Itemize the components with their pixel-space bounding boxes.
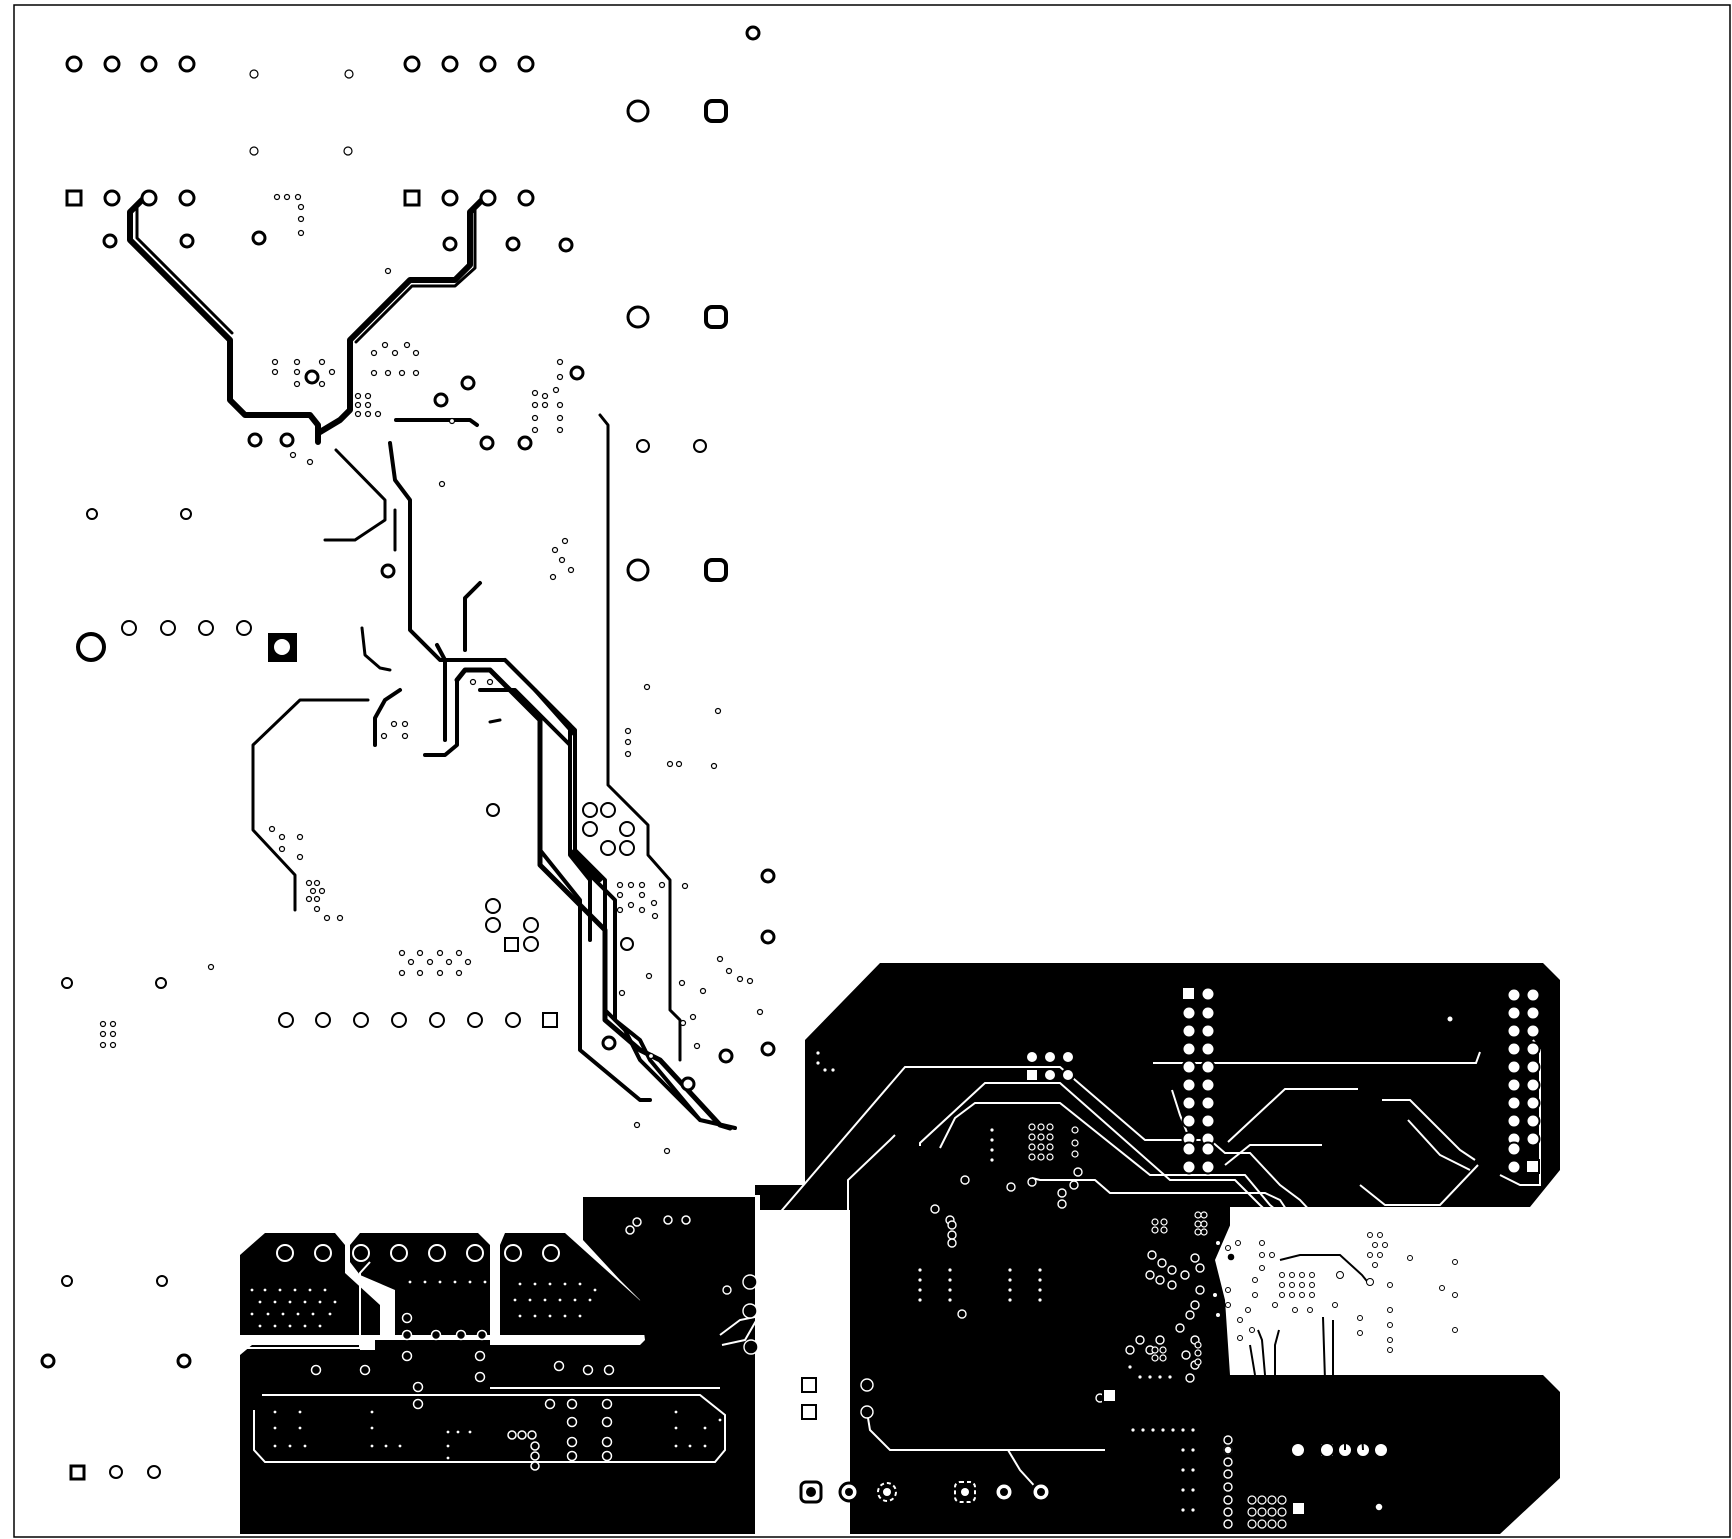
vias-white-area [99, 69, 764, 1155]
trace-group-upper-left [127, 195, 737, 1131]
island-vias [1212, 1232, 1458, 1353]
pour-clearance [1215, 1207, 1378, 1375]
island-traces [1242, 1254, 1371, 1479]
right-pour-vias [722, 1167, 1236, 1529]
copper-pour-right [755, 963, 1560, 1534]
right-pour-traces [719, 1039, 1541, 1493]
header-pins-right [1025, 986, 1541, 1175]
connector-pads-j1 [40, 25, 776, 1481]
copper-pour-left [240, 1197, 755, 1534]
bottom-row-pads [799, 1442, 1389, 1512]
left-pour-details [240, 1215, 726, 1471]
right-pour-small-vias [805, 1051, 1195, 1512]
ic-footprints [1028, 1123, 1287, 1529]
